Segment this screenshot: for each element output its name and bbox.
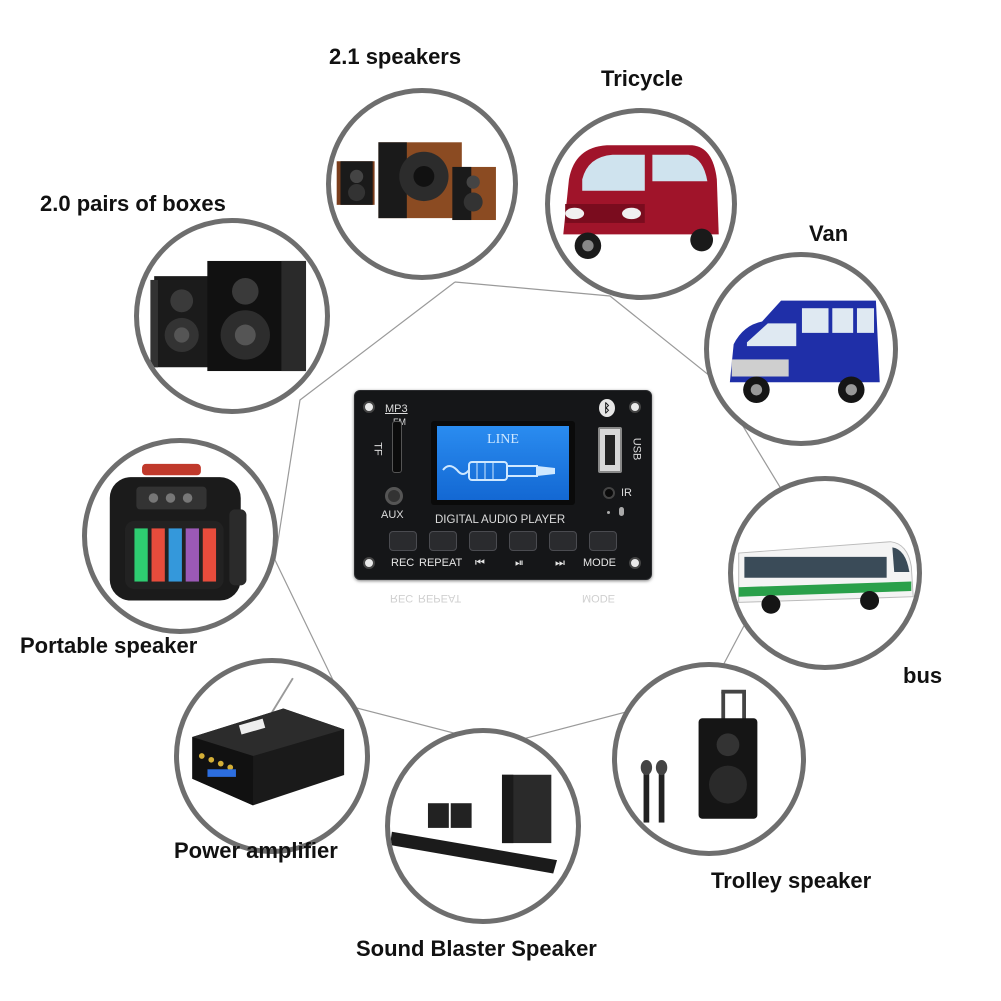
rec-button[interactable]: [389, 531, 417, 551]
ir-label: IR: [621, 487, 632, 499]
play-pause-icon: ⏯: [515, 557, 524, 569]
mount-hole-bl: [363, 557, 375, 569]
reflection-repeat: REPEAT: [418, 592, 462, 604]
mount-hole-tl: [363, 401, 375, 413]
tricycle-label: Tricycle: [601, 66, 683, 91]
bus-label: bus: [903, 663, 943, 688]
rec-label: REC: [391, 557, 415, 569]
speakers-21-image: [336, 142, 496, 221]
audio-player-module: MP3 FM TF AUX LINE ᛒ USB IR DIGITAL AUDI…: [354, 390, 652, 580]
bluetooth-icon: ᛒ: [599, 399, 615, 417]
reflection-rec: REC: [390, 592, 414, 604]
trolley-label: Trolley speaker: [711, 868, 872, 893]
power-amp-label: Power amplifier: [174, 838, 338, 863]
repeat-label: REPEAT: [419, 557, 463, 569]
usb-port[interactable]: [598, 427, 622, 473]
soundbar-label: Sound Blaster Speaker: [356, 936, 597, 961]
van-circle: [704, 252, 898, 446]
power-amp-image: [192, 677, 345, 806]
mp3-label: MP3: [385, 403, 408, 415]
portable-circle: [82, 438, 278, 634]
tf-label: TF: [371, 442, 384, 456]
speakers-21-circle: [326, 88, 518, 280]
lcd-mode-text: LINE: [487, 432, 519, 447]
repeat-button[interactable]: [429, 531, 457, 551]
mic-dot: [607, 511, 610, 514]
tricycle-image: [563, 145, 719, 259]
ir-receiver: [603, 487, 615, 499]
trolley-image: [640, 689, 758, 823]
mount-hole-br: [629, 557, 641, 569]
bus-circle: [728, 476, 922, 670]
usb-label: USB: [630, 437, 643, 461]
next-button[interactable]: [549, 531, 577, 551]
mount-hole-tr: [629, 401, 641, 413]
tricycle-circle: [545, 108, 737, 300]
soundbar-circle: [385, 728, 581, 924]
prev-button[interactable]: [469, 531, 497, 551]
prev-icon: ⏮: [475, 557, 485, 569]
soundbar-image: [390, 774, 558, 874]
mode-label: MODE: [583, 557, 616, 569]
lcd-display: LINE: [431, 421, 575, 505]
reflection-mode: MODE: [582, 592, 615, 604]
module-title: DIGITAL AUDIO PLAYER: [435, 514, 566, 526]
mode-button[interactable]: [589, 531, 617, 551]
bus-image: [738, 541, 914, 614]
power-amp-circle: [174, 658, 370, 854]
play-pause-button[interactable]: [509, 531, 537, 551]
van-image: [729, 300, 880, 404]
module-reflection: REC REPEAT MODE: [354, 580, 650, 610]
portable-label: Portable speaker: [20, 633, 198, 658]
speakers-21-label: 2.1 speakers: [329, 44, 462, 69]
aux-label: AUX: [381, 509, 404, 521]
trolley-circle: [612, 662, 806, 856]
line-in-plug-icon: [442, 461, 555, 481]
van-label: Van: [809, 221, 849, 246]
portable-image: [109, 463, 247, 601]
pairs-20-image: [150, 260, 307, 372]
pairs-20-label: 2.0 pairs of boxes: [40, 191, 226, 216]
next-icon: ⏭: [555, 557, 565, 569]
aux-jack[interactable]: [385, 487, 403, 505]
tf-card-slot[interactable]: [392, 421, 402, 473]
microphone-icon: [619, 507, 624, 516]
pairs-20-circle: [134, 218, 330, 414]
